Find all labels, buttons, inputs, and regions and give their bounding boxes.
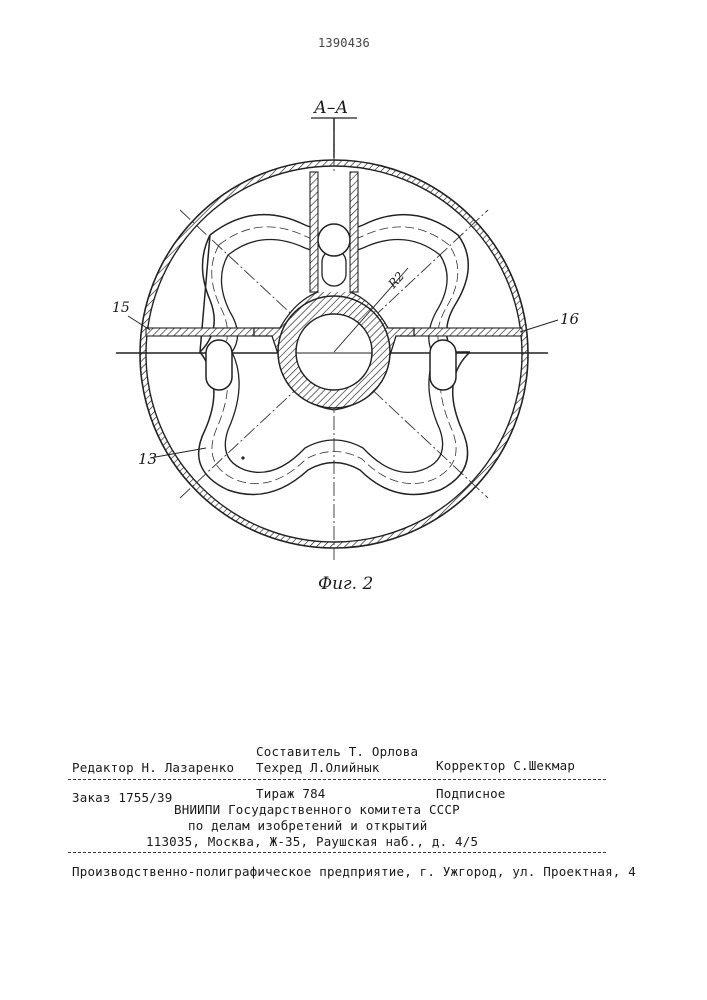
editor: Редактор Н. Лазаренко — [72, 760, 234, 775]
divider-2 — [68, 852, 606, 853]
vertical-pipe-right-wall — [350, 172, 358, 292]
tube-cross-section-left — [206, 340, 232, 390]
callout-16: 16 — [560, 310, 579, 328]
techred: Техред Л.Олийнык — [256, 760, 380, 775]
callout-15: 15 — [112, 300, 130, 316]
callout-13: 13 — [138, 450, 157, 468]
tube-cross-section-top — [318, 224, 350, 256]
corrector: Корректор С.Шекмар — [436, 758, 575, 773]
partition-right — [414, 328, 522, 336]
org-line-1: ВНИИПИ Государственного комитета СССР — [174, 802, 460, 817]
vertical-pipe-left-wall — [310, 172, 318, 292]
tube-cross-section-right — [430, 340, 456, 390]
technical-drawing — [0, 0, 707, 620]
subscription: Подписное — [436, 786, 506, 801]
divider-1 — [68, 779, 606, 780]
partition-left — [146, 328, 254, 336]
printer: Производственно-полиграфическое предприя… — [72, 864, 636, 879]
figure-caption: Фиг. 2 — [318, 574, 373, 594]
address: 113035, Москва, Ж-35, Раушская наб., д. … — [146, 834, 478, 849]
order: Заказ 1755/39 — [72, 790, 172, 805]
circulation: Тираж 784 — [256, 786, 326, 801]
compiler: Составитель Т. Орлова — [256, 744, 418, 759]
section-label: А–А — [314, 98, 348, 118]
org-line-2: по делам изобретений и открытий — [188, 818, 428, 833]
